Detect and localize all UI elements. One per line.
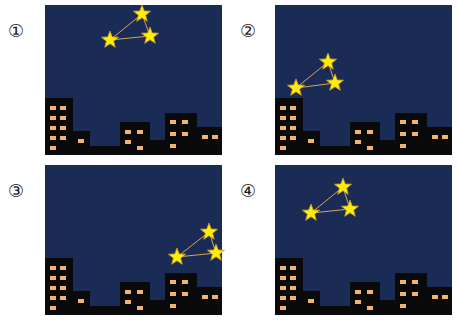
callout-number: ④ (240, 182, 256, 200)
sky-panel (45, 5, 222, 155)
sky-panel (45, 165, 225, 315)
callout-number: ① (8, 22, 24, 40)
sky-panel (275, 165, 452, 315)
sky-panel (275, 5, 452, 155)
callout-number: ② (240, 22, 256, 40)
callout-number: ③ (8, 182, 24, 200)
